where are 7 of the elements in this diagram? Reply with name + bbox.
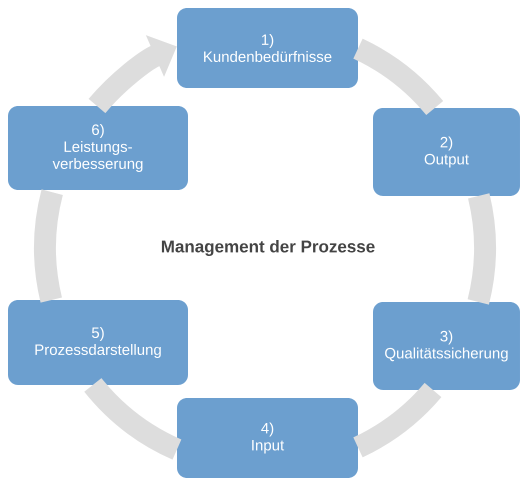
center-title: Management der Prozesse [162,240,375,256]
process-box: 1) Kundenbedürfnisse [177,8,358,88]
process-box: 4) Input [177,398,358,478]
process-box: 2) Output [373,108,520,196]
process-box: 6) Leistungs- verbesserung [8,106,188,190]
process-box: 3) Qualitätssicherung [373,302,520,390]
process-box: 5) Prozessdarstellung [8,300,188,385]
